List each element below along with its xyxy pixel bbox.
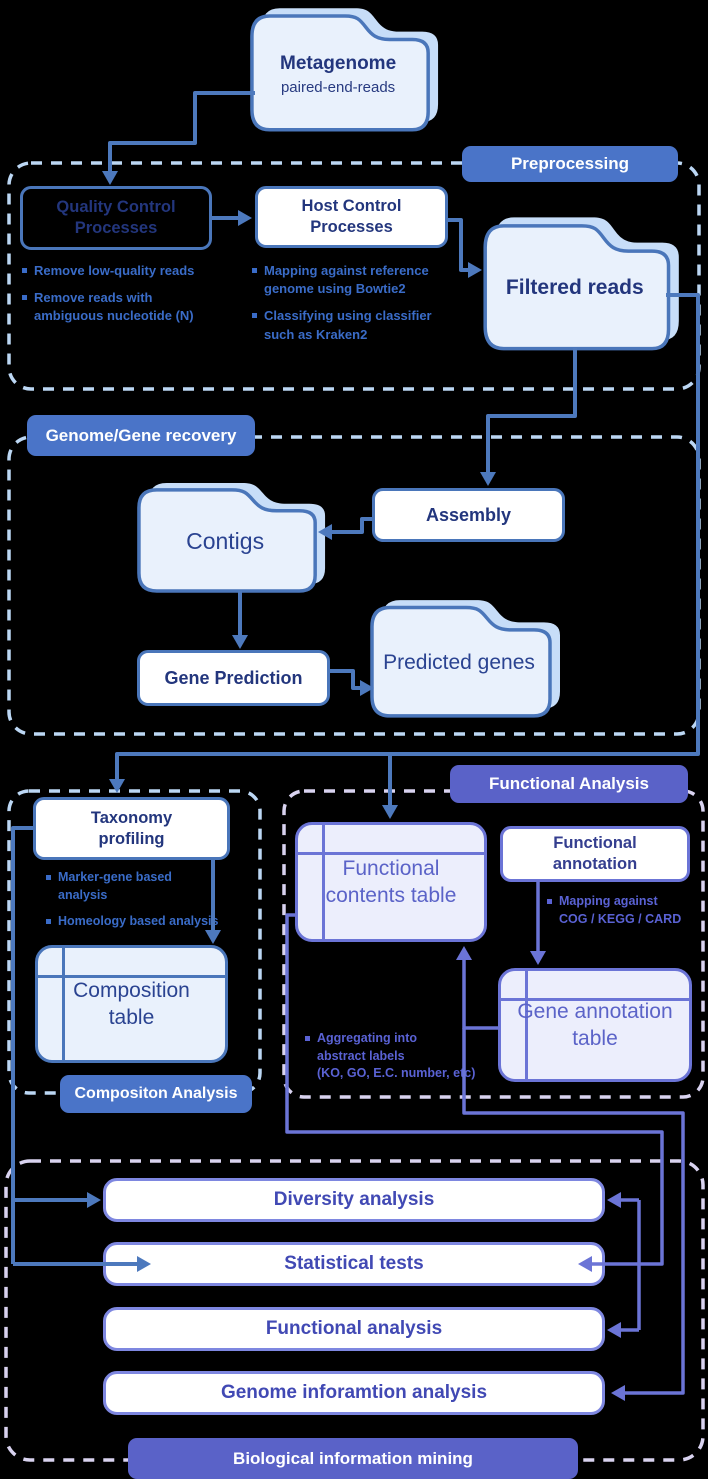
preprocessing-label-text: Preprocessing [510,154,630,173]
composition-section-label: Compositon Analysis [60,1075,252,1113]
metagenome-subtitle: paired-end-reads [280,78,396,96]
functional-analysis-label: Functional analysis [265,1318,443,1339]
bullet-text: Mapping against COG / KEGG / CARD [559,894,682,926]
list-item: Homeology based analysis [46,913,236,931]
gene-annotation-table: Gene annotation table [498,968,692,1082]
host-control-box: Host Control Processes [255,186,448,248]
genome-information-analysis-box: Genome inforamtion analysis [103,1371,605,1415]
filtered-reads-folder: Filtered reads [479,215,685,351]
preprocessing-section-label: Preprocessing [462,146,678,182]
filtered-reads-title: Filtered reads [505,276,644,300]
composition-label-text: Compositon Analysis [74,1085,238,1102]
list-item: Remove reads with ambiguous nucleotide (… [22,289,237,325]
recovery-label-text: Genome/Gene recovery [45,425,237,445]
list-item: Mapping against reference genome using B… [252,262,472,298]
list-item: Mapping against COG / KEGG / CARD [547,893,702,928]
preprocessing-section-border [7,161,701,391]
quality-control-title: Quality Control Processes [56,198,176,237]
composition-table: Composition table [35,945,228,1063]
bullet-square-icon [252,268,257,273]
functional-annotation-title: Functional annotation [552,834,638,873]
contigs-title: Contigs [186,527,265,554]
recovery-section-border [7,435,701,736]
diversity-analysis-label: Diversity analysis [273,1189,435,1210]
predicted-genes-title: Predicted genes [383,650,535,674]
table-row-divider [38,975,225,978]
functional-analysis-box: Functional analysis [103,1307,605,1351]
recovery-section-label: Genome/Gene recovery [27,415,255,456]
bullet-square-icon [305,1036,310,1041]
functional-contents-table: Functional contents table [295,822,487,942]
functional-section-label: Functional Analysis [450,765,688,803]
annotation-bullet-list: Mapping against COG / KEGG / CARD [547,893,702,928]
qc-bullet-list: Remove low-quality reads Remove reads wi… [22,262,237,326]
taxonomy-bullet-list: Marker-gene based analysis Homeology bas… [46,869,236,931]
quality-control-box: Quality Control Processes [20,186,212,250]
bullet-square-icon [547,899,552,904]
mining-section-label: Biological information mining [128,1438,578,1479]
predicted-genes-folder: Predicted genes [366,598,566,718]
bullet-text: Marker-gene based analysis [58,870,172,902]
gene-prediction-title: Gene Prediction [164,667,303,688]
bullet-text: Remove reads with ambiguous nucleotide (… [34,290,194,324]
bullet-square-icon [252,313,257,319]
diversity-analysis-box: Diversity analysis [103,1178,605,1222]
taxonomy-profiling-box: Taxonomy profiling [33,797,230,860]
host-control-title: Host Control Processes [301,197,402,236]
mining-label-text: Biological information mining [233,1448,473,1468]
bullet-text: Homeology based analysis [58,914,219,928]
folder-icon [246,8,439,132]
bullet-text: Remove low-quality reads [34,263,195,278]
metagenome-folder: Metagenome paired-end-reads [246,6,444,132]
functional-contents-table-label: Functional contents table [325,856,457,907]
table-column-divider [62,948,65,1060]
list-item: Aggregating into abstract labels (KO, GO… [305,1030,477,1083]
functional-label-text: Functional Analysis [489,774,649,793]
table-row-divider [298,852,484,855]
aggregating-bullet-list: Aggregating into abstract labels (KO, GO… [305,1030,477,1083]
composition-table-label: Composition table [73,978,190,1029]
functional-annotation-box: Functional annotation [500,826,690,882]
bullet-text: Aggregating into abstract labels (KO, GO… [317,1031,476,1080]
list-item: Classifying using classifier such as Kra… [252,307,472,343]
contigs-folder: Contigs [133,481,331,593]
statistical-tests-box: Statistical tests [103,1242,605,1286]
list-item: Remove low-quality reads [22,262,237,280]
bullet-square-icon [22,268,27,273]
metagenome-title: Metagenome [280,52,397,74]
gene-prediction-box: Gene Prediction [137,650,330,706]
bullet-square-icon [22,295,27,301]
bullet-square-icon [46,875,51,880]
statistical-tests-label: Statistical tests [284,1253,424,1274]
bullet-text: Mapping against reference genome using B… [264,263,429,297]
table-column-divider [322,825,325,939]
bullet-square-icon [46,919,51,924]
genome-information-analysis-label: Genome inforamtion analysis [220,1382,488,1403]
gene-annotation-table-label: Gene annotation table [517,999,673,1050]
assembly-title: Assembly [425,504,512,525]
assembly-box: Assembly [372,488,565,542]
list-item: Marker-gene based analysis [46,869,236,904]
taxonomy-profiling-title: Taxonomy profiling [90,808,173,848]
bullet-text: Classifying using classifier such as Kra… [264,308,432,342]
host-bullet-list: Mapping against reference genome using B… [252,262,472,344]
